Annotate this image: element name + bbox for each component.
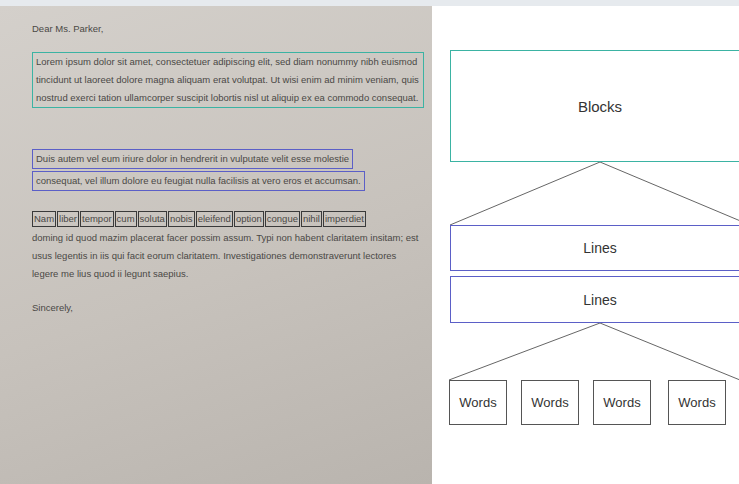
- line-text: consequat, vel illum dolore eu feugiat n…: [36, 172, 361, 190]
- level-label: Words: [678, 395, 715, 410]
- lines-box: Lines: [450, 276, 739, 323]
- words-box: Words: [449, 380, 507, 425]
- level-label: Words: [459, 395, 496, 410]
- words-box: Words: [521, 380, 579, 425]
- level-label: Words: [531, 395, 568, 410]
- level-label: Lines: [583, 240, 616, 256]
- word-box: tempor: [80, 211, 114, 227]
- word-box: nobis: [168, 211, 195, 227]
- word-box: imperdiet: [323, 211, 366, 227]
- word-text: nihil: [303, 212, 320, 226]
- word-row: Nam liber tempor cum soluta nobis eleifend opti…: [32, 211, 424, 227]
- line-box: consequat, vel illum dolore eu feugiat n…: [32, 171, 365, 191]
- letter-text: Dear Ms. Parker,: [32, 20, 424, 38]
- level-label: Words: [603, 395, 640, 410]
- word-box: option: [234, 211, 264, 227]
- lines-box: Lines: [450, 225, 739, 271]
- paragraph-text: Lorem ipsum dolor sit amet, consectetuer…: [36, 53, 420, 107]
- letter-text: Sincerely,: [32, 299, 424, 317]
- word-text: liber: [59, 212, 77, 226]
- word-text: tempor: [82, 212, 112, 226]
- word-text: Nam: [34, 212, 54, 226]
- word-box: nihil: [301, 211, 322, 227]
- word-text: congue: [267, 212, 298, 226]
- word-box: liber: [57, 211, 79, 227]
- word-box: congue: [265, 211, 300, 227]
- word-text: soluta: [140, 212, 165, 226]
- word-box: cum: [115, 211, 137, 227]
- word-box: soluta: [138, 211, 167, 227]
- words-box: Words: [668, 380, 726, 425]
- word-box: eleifend: [196, 211, 233, 227]
- level-label: Lines: [583, 292, 616, 308]
- block-box: Lorem ipsum dolor sit amet, consectetuer…: [32, 52, 424, 108]
- letter-body: Dear Ms. Parker, Lorem ipsum dolor sit am…: [32, 20, 424, 317]
- letter-text: doming id quod mazim placerat facer poss…: [32, 229, 424, 283]
- word-box: Nam: [32, 211, 56, 227]
- blocks-box: Blocks: [450, 50, 739, 162]
- word-text: option: [236, 212, 262, 226]
- line-box: Duis autem vel eum iriure dolor in hendr…: [32, 149, 353, 169]
- words-box: Words: [593, 380, 651, 425]
- line-text: Duis autem vel eum iriure dolor in hendr…: [36, 150, 349, 168]
- word-text: eleifend: [198, 212, 231, 226]
- level-label: Blocks: [578, 98, 622, 115]
- fan-connector: [450, 162, 739, 225]
- fan-connector: [449, 323, 600, 380]
- word-text: imperdiet: [325, 212, 364, 226]
- fan-connector: [600, 323, 739, 380]
- word-text: cum: [117, 212, 135, 226]
- word-text: nobis: [170, 212, 193, 226]
